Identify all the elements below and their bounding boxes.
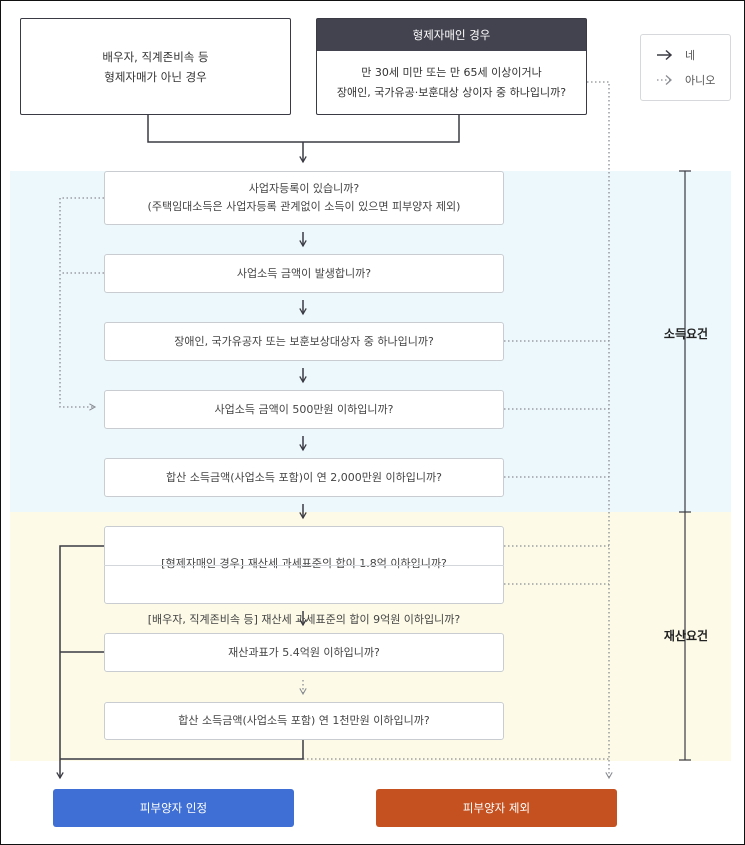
start-sibling-title: 형제자매인 경우 — [317, 19, 586, 51]
section-label-asset: 재산요건 — [663, 629, 709, 643]
question-total-income-2000: 합산 소득금액(사업소득 포함)이 연 2,000만원 이하입니까? — [104, 458, 504, 497]
start-sibling-box: 형제자매인 경우 만 30세 미만 또는 만 65세 이상이거나 장애인, 국가… — [316, 18, 587, 115]
result-excluded: 피부양자 제외 — [376, 789, 617, 827]
dotted-arrow-icon — [657, 75, 672, 85]
question-total-income-1000: 합산 소득금액(사업소득 포함) 연 1천만원 이하입니까? — [104, 702, 504, 740]
legend-yes-label: 네 — [685, 49, 696, 62]
question-property-tax-family: [배우자, 직계존비속 등] 재산세 과세표준의 합이 9억원 이하입니까? — [147, 613, 461, 626]
question-property-5-4: 재산과표가 5.4억원 이하입니까? — [104, 633, 504, 672]
yes-path-left — [56, 545, 104, 780]
start-not-sibling-box: 배우자, 직계존비속 등 형제자매가 아닌 경우 — [20, 18, 291, 115]
question-divider — [104, 565, 504, 566]
question-property-tax-sibling: [형제자매인 경우] 재산세 과세표준의 합이 1.8억 이하입니까? — [161, 557, 447, 570]
question-disability-merit: 장애인, 국가유공자 또는 보훈보상대상자 중 하나입니까? — [104, 322, 504, 361]
question-business-income-500: 사업소득 금액이 500만원 이하입니까? — [104, 390, 504, 429]
solid-arrow-icon — [657, 49, 673, 61]
question-business-income: 사업소득 금액이 발생합니까? — [104, 254, 504, 293]
result-approved: 피부양자 인정 — [53, 789, 294, 827]
yes-path-left — [60, 740, 304, 760]
section-label-income: 소득요건 — [663, 327, 709, 341]
legend: 네 아니오 — [640, 34, 731, 101]
legend-no-label: 아니오 — [685, 74, 716, 87]
no-path-right — [587, 81, 613, 780]
start-sibling-question: 만 30세 미만 또는 만 65세 이상이거나 장애인, 국가유공·보훈대상 상… — [336, 65, 567, 99]
legend-no: 아니오 — [655, 71, 715, 89]
merge-line — [147, 115, 460, 143]
legend-yes: 네 — [655, 46, 695, 64]
question-business-registration: 사업자등록이 있습니까? (주택임대소득은 사업자등록 관계없이 소득이 있으면… — [104, 171, 504, 225]
no-path-left — [59, 197, 104, 411]
